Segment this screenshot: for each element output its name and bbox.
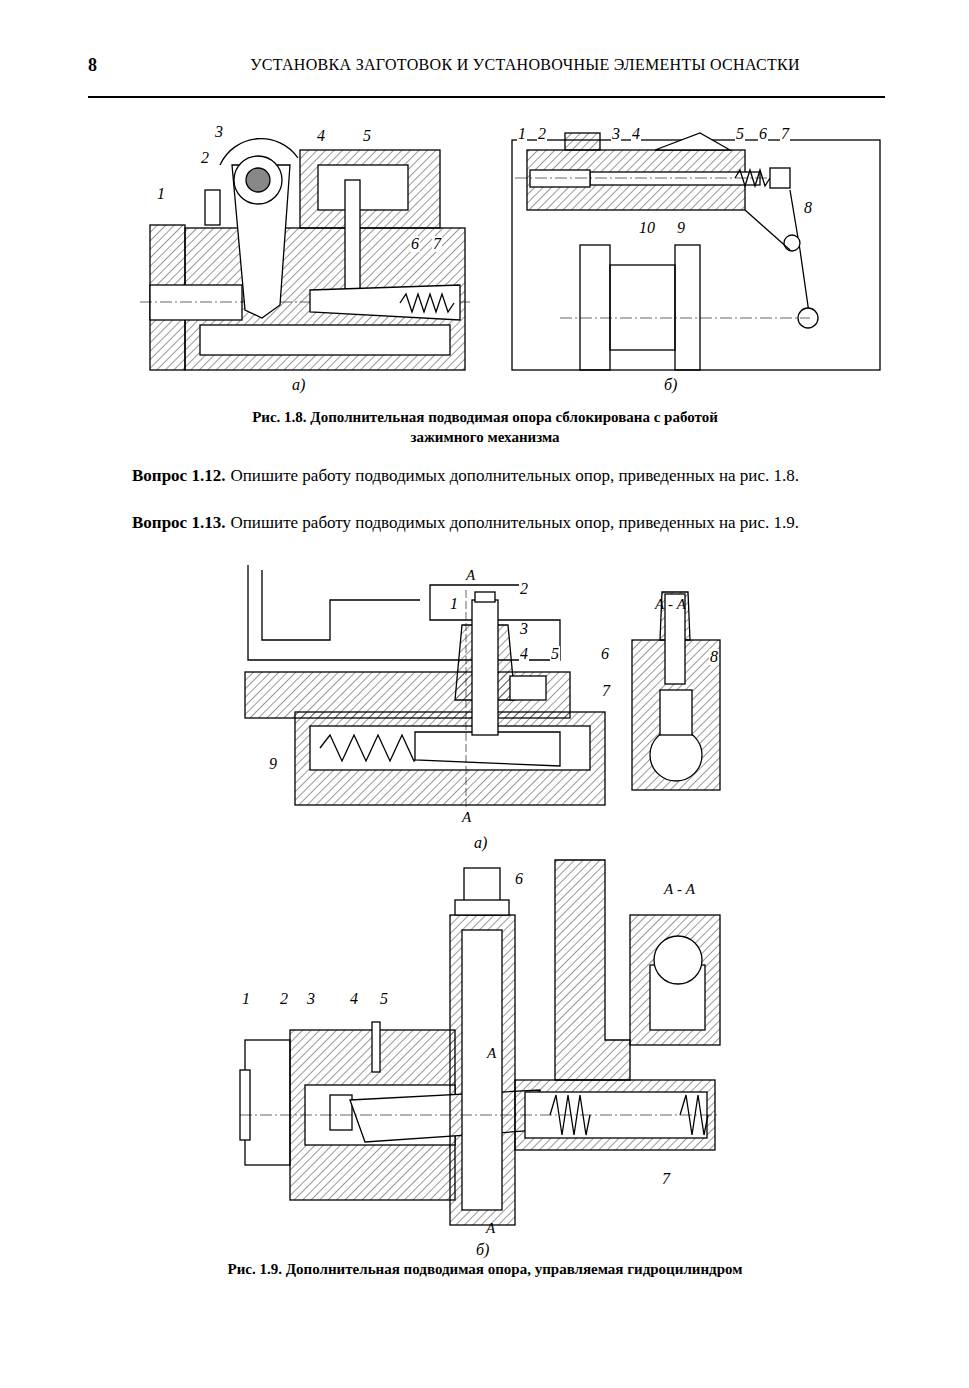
callout-number: 6 (600, 646, 610, 662)
callout-number: 5 (550, 646, 560, 662)
callout-number: 4 (316, 128, 326, 144)
view-label: а) (292, 377, 305, 393)
callout-number: 6 (758, 126, 768, 142)
callout-number: 2 (200, 150, 210, 166)
section-label: А - А (664, 882, 695, 897)
callout-number: 3 (306, 991, 316, 1007)
callout-number: 9 (676, 220, 686, 236)
callout-number: 9 (268, 756, 278, 772)
callout-number: 4 (519, 646, 529, 662)
callout-number: 5 (735, 126, 745, 142)
callout-number: 2 (537, 126, 547, 142)
callout-number: 4 (349, 991, 359, 1007)
running-header: УСТАНОВКА ЗАГОТОВОК И УСТАНОВОЧНЫЕ ЭЛЕМЕ… (250, 55, 800, 75)
callout-number: 7 (601, 683, 611, 699)
question-paragraph: Вопрос 1.12. Опишите работу подводимых до… (90, 465, 885, 487)
question-number: Вопрос 1.12. (132, 466, 225, 485)
view-label: б) (476, 1242, 489, 1258)
callout-number: 8 (709, 649, 719, 665)
callout-number: 1 (449, 596, 459, 612)
section-label: А (466, 568, 475, 583)
section-label: А (487, 1046, 496, 1061)
callout-number: 7 (432, 236, 442, 252)
section-label: А - А (655, 597, 686, 612)
callout-number: 3 (519, 621, 529, 637)
callout-number: 1 (241, 991, 251, 1007)
view-label: б) (664, 377, 677, 393)
question-text: Опишите работу подводимых дополнительных… (230, 513, 799, 532)
section-label: А (462, 810, 471, 825)
page-number: 8 (88, 55, 97, 75)
callout-number: 7 (661, 1171, 671, 1187)
callout-number: 5 (379, 991, 389, 1007)
callout-number: 3 (611, 126, 621, 142)
figure-caption: Рис. 1.9. Дополнительная подводимая опор… (150, 1259, 820, 1279)
callout-number: 4 (631, 126, 641, 142)
section-label: А (486, 1221, 495, 1236)
view-label: а) (474, 835, 487, 851)
figure-caption: Рис. 1.8. Дополнительная подводимая опор… (230, 407, 740, 447)
callout-number: 8 (803, 200, 813, 216)
callout-number: 2 (279, 991, 289, 1007)
question-number: Вопрос 1.13. (132, 513, 225, 532)
callout-number: 3 (214, 124, 224, 140)
question-text: Опишите работу подводимых дополнительных… (230, 466, 799, 485)
callout-number: 1 (156, 186, 166, 202)
callout-number: 6 (514, 871, 524, 887)
callout-number: 7 (780, 126, 790, 142)
callout-number: 10 (638, 220, 656, 236)
callout-number: 5 (362, 128, 372, 144)
question-paragraph: Вопрос 1.13. Опишите работу подводимых до… (90, 512, 885, 534)
callout-number: 6 (410, 236, 420, 252)
callout-number: 1 (517, 126, 527, 142)
callout-number: 2 (519, 581, 529, 597)
